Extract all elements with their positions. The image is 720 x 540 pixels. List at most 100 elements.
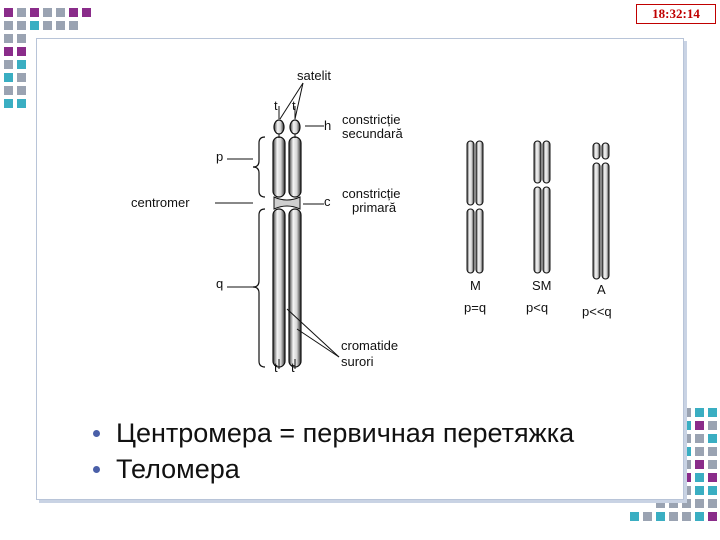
- decor-square: [682, 434, 691, 443]
- centromere-shape: [273, 196, 301, 210]
- decor-square: [695, 434, 704, 443]
- decor-square: [17, 34, 26, 43]
- slide-time-badge: 18:32:14: [636, 4, 716, 24]
- chromosome-SM: [533, 140, 551, 274]
- main-chromosome: [272, 119, 302, 368]
- q-arm-right: [288, 208, 302, 368]
- satellite-right-shape: [289, 119, 301, 135]
- label-primary-constriction-line1: constricție: [342, 186, 401, 201]
- label-c: c: [324, 194, 331, 209]
- p-arm-left: [272, 136, 286, 198]
- chromosome-figure: satelit t t h constricție secundară p ce…: [131, 68, 697, 389]
- decor-square: [682, 421, 691, 430]
- label-telomere-bottom-left: t: [274, 360, 278, 375]
- decor-square: [69, 8, 78, 17]
- decor-square: [30, 8, 39, 17]
- bullet-dot-icon: [93, 429, 100, 437]
- decor-square: [682, 460, 691, 469]
- decor-square: [17, 60, 26, 69]
- decor-square: [656, 512, 665, 521]
- label-centromer: centromer: [131, 195, 190, 210]
- label-secondary-constriction-line2: secundară: [342, 126, 403, 141]
- arm-braces: [252, 136, 266, 368]
- decor-square: [669, 499, 678, 508]
- decor-square: [695, 473, 704, 482]
- label-secondary-constriction-line1: constricție: [342, 112, 401, 127]
- pointer-lines: [215, 82, 340, 369]
- decor-square: [4, 47, 13, 56]
- decor-square: [708, 499, 717, 508]
- decor-square: [4, 60, 13, 69]
- decor-square: [4, 99, 13, 108]
- decor-square: [4, 21, 13, 30]
- label-sister-chromatids-line1: cromatide: [341, 338, 399, 353]
- chromosome-A: [592, 142, 610, 280]
- bullet-text-telomere: Теломера: [116, 453, 240, 484]
- label-q-arm: q: [216, 276, 224, 291]
- chromosome-M: [466, 140, 484, 274]
- decor-square: [4, 34, 13, 43]
- decor-square: [17, 86, 26, 95]
- decor-square: [695, 447, 704, 456]
- decor-square: [695, 486, 704, 495]
- decor-square: [695, 460, 704, 469]
- decor-square: [708, 460, 717, 469]
- bullet-dot-icon: [93, 465, 100, 473]
- decor-square: [17, 73, 26, 82]
- label-ratio-A: p<<q: [582, 304, 612, 319]
- decor-square: [682, 408, 691, 417]
- decor-square: [17, 99, 26, 108]
- decor-square: [630, 512, 639, 521]
- decor-square: [708, 473, 717, 482]
- decor-square: [82, 8, 91, 17]
- label-ratio-M: p=q: [464, 300, 487, 315]
- decor-square: [17, 8, 26, 17]
- decor-square: [17, 21, 26, 30]
- label-type-SM: SM: [532, 278, 552, 293]
- decor-square: [43, 21, 52, 30]
- decor-square: [708, 447, 717, 456]
- decor-square: [656, 499, 665, 508]
- decor-square: [708, 421, 717, 430]
- label-ratio-SM: p<q: [526, 300, 549, 315]
- decor-square: [4, 73, 13, 82]
- chromosome-drawing: [215, 82, 610, 369]
- decor-square: [695, 512, 704, 521]
- label-p-arm: p: [216, 149, 224, 164]
- decor-square: [682, 486, 691, 495]
- decor-square: [17, 47, 26, 56]
- decor-square: [708, 486, 717, 495]
- decor-square: [708, 434, 717, 443]
- label-sister-chromatids-line2: surori: [341, 354, 374, 369]
- label-telomere-top-right: t: [292, 98, 296, 113]
- decor-square: [30, 21, 39, 30]
- bullet-text-centromere: Центромера = первичная перетяжка: [116, 417, 575, 448]
- label-type-A: A: [597, 282, 606, 297]
- decor-square: [682, 447, 691, 456]
- decor-square: [4, 8, 13, 17]
- decor-square: [695, 421, 704, 430]
- decor-square: [682, 473, 691, 482]
- label-telomere-top-left: t: [274, 98, 278, 113]
- bullet-item: Центромера = первичная перетяжка: [93, 415, 574, 451]
- label-telomere-bottom-right: t: [291, 360, 295, 375]
- decor-square: [43, 8, 52, 17]
- decor-square: [708, 408, 717, 417]
- decor-square: [682, 512, 691, 521]
- label-type-M: M: [470, 278, 481, 293]
- bullet-list: Центромера = первичная перетяжка Теломер…: [93, 415, 574, 487]
- decor-square: [695, 499, 704, 508]
- label-satelit: satelit: [297, 68, 331, 83]
- q-arm-left: [272, 208, 286, 368]
- decor-square: [4, 86, 13, 95]
- satellite-left-shape: [273, 119, 285, 135]
- decor-square: [56, 21, 65, 30]
- decor-square: [682, 499, 691, 508]
- decor-square: [56, 8, 65, 17]
- decor-square: [695, 408, 704, 417]
- p-arm-right: [288, 136, 302, 198]
- decor-square: [669, 512, 678, 521]
- decor-square: [708, 512, 717, 521]
- decor-square: [69, 21, 78, 30]
- bullet-item: Теломера: [93, 451, 574, 487]
